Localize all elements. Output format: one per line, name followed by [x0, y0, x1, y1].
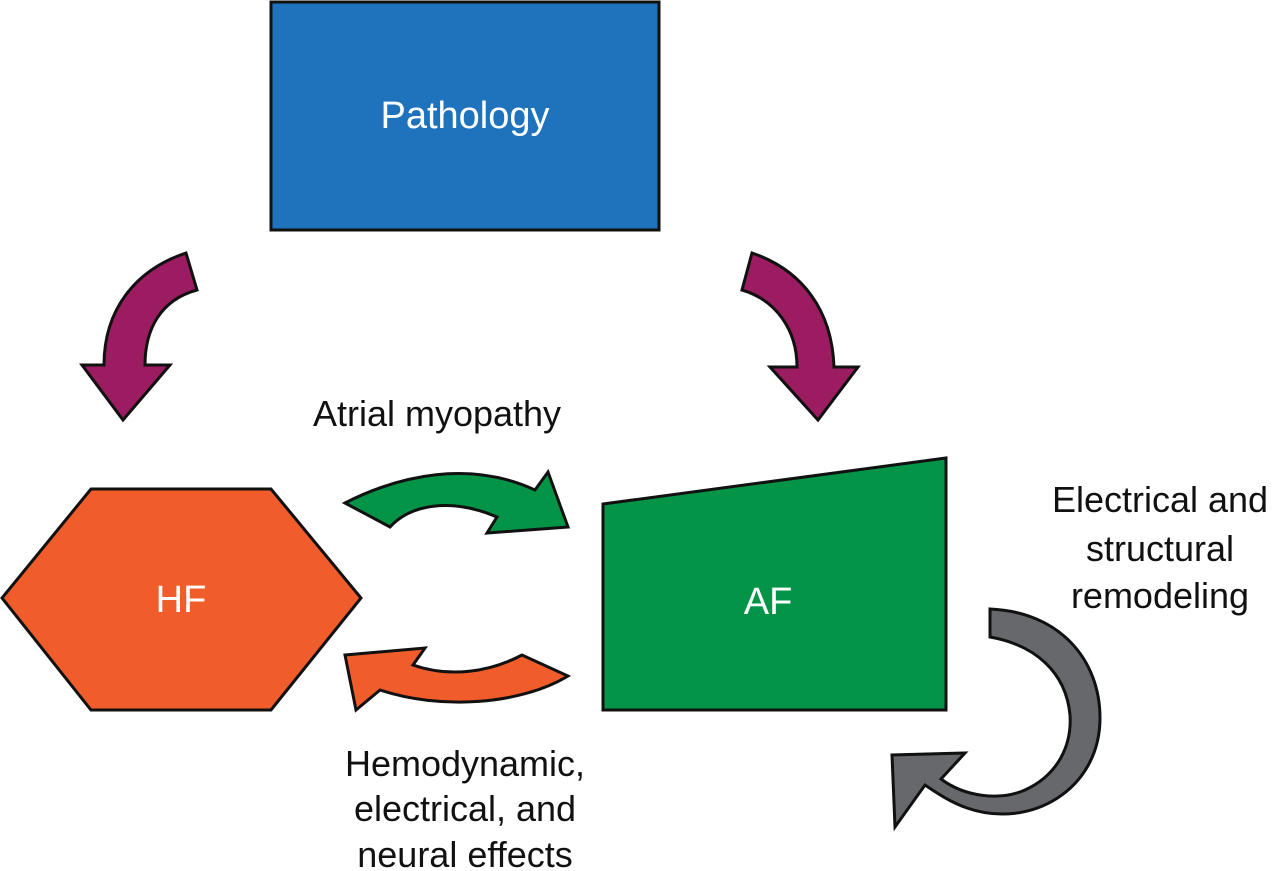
af-to-hf-arrow — [343, 646, 572, 713]
remodeling-caption-line: structural — [1086, 528, 1234, 569]
af-trapezoid — [601, 456, 948, 712]
pathology-box — [269, 0, 661, 232]
hf-hexagon — [0, 487, 363, 712]
atrial-myopathy-caption: Atrial myopathy — [313, 393, 561, 434]
remodeling-caption-line: remodeling — [1071, 575, 1249, 616]
effects-caption-line: electrical, and — [354, 788, 576, 829]
hf-to-af-arrow — [341, 468, 571, 535]
hf-node: HF — [0, 487, 363, 712]
effects-caption-line: Hemodynamic, — [345, 743, 585, 784]
remodeling-caption-line: Electrical and — [1052, 479, 1268, 520]
effects-caption-line: neural effects — [357, 834, 572, 871]
effects-caption: Hemodynamic, electrical, and neural effe… — [345, 743, 585, 871]
pathology-to-hf-arrow — [79, 251, 199, 423]
pathology-node: Pathology — [269, 0, 661, 232]
pathology-to-af-arrow — [740, 251, 862, 423]
remodeling-caption: Electrical and structural remodeling — [1052, 479, 1268, 616]
hf-label: HF — [156, 579, 207, 621]
pathology-label: Pathology — [380, 95, 549, 137]
af-node: AF — [601, 456, 948, 712]
af-remodeling-loop-arrow — [890, 607, 1102, 832]
af-label: AF — [744, 581, 793, 623]
